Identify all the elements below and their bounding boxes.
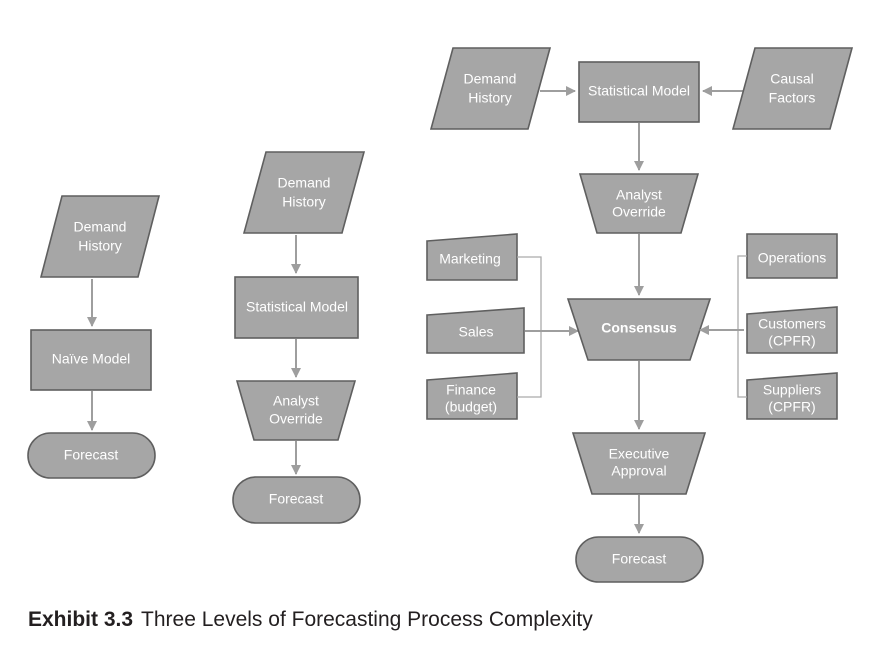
level2-flow: Demand History Statistical Model Analyst… xyxy=(232,151,366,524)
l3-forecast-node: Forecast xyxy=(575,536,704,583)
l1-demand-history-node: Demand History xyxy=(39,195,161,278)
l3-statistical-model-label: Statistical Model xyxy=(588,83,690,99)
l2-analyst-override-line1: Analyst xyxy=(273,393,319,409)
l3-marketing-label: Marketing xyxy=(439,251,500,267)
l3-sales-label: Sales xyxy=(458,324,493,340)
l2-statistical-model-label: Statistical Model xyxy=(246,299,348,315)
l1-naive-model-label: Naïve Model xyxy=(52,351,131,367)
l3-demand-history-line2: History xyxy=(468,90,512,106)
exhibit-caption-text: Three Levels of Forecasting Process Comp… xyxy=(141,608,593,631)
l2-demand-history-line2: History xyxy=(282,194,326,210)
l3-finance-line2: (budget) xyxy=(445,399,497,415)
l3-marketing-node: Marketing xyxy=(426,233,518,281)
l3-analyst-override-line2: Override xyxy=(612,204,666,220)
l3-executive-approval-line1: Executive xyxy=(609,446,670,462)
l3-causal-factors-line1: Causal xyxy=(770,71,814,87)
l2-demand-history-line1: Demand xyxy=(278,175,331,191)
l3-analyst-override-line1: Analyst xyxy=(616,187,662,203)
exhibit-caption-label: Exhibit 3.3 xyxy=(28,608,134,631)
l3-customers-node: Customers (CPFR) xyxy=(746,306,838,354)
l1-demand-history-line1: Demand xyxy=(74,219,127,235)
level3-flow: Demand History Statistical Model Causal … xyxy=(426,47,854,583)
l3-finance-line1: Finance xyxy=(446,382,496,398)
l2-forecast-node: Forecast xyxy=(232,476,361,524)
l1-forecast-node: Forecast xyxy=(27,432,156,479)
l3-causal-factors-line2: Factors xyxy=(769,90,816,106)
l3-customers-line1: Customers xyxy=(758,316,826,332)
l3-analyst-override-node: Analyst Override xyxy=(578,173,700,234)
l3-operations-label: Operations xyxy=(758,250,826,266)
l3-suppliers-line2: (CPFR) xyxy=(768,399,815,415)
forecasting-process-diagram: Demand History Naïve Model Forecast Dema… xyxy=(27,47,854,583)
l3-operations-node: Operations xyxy=(746,233,838,279)
l1-naive-model-node: Naïve Model xyxy=(30,329,152,391)
l3-right-bracket xyxy=(737,255,747,398)
l2-analyst-override-node: Analyst Override xyxy=(235,380,357,441)
l3-executive-approval-line2: Approval xyxy=(611,463,666,479)
l3-sales-node: Sales xyxy=(426,307,525,354)
l3-causal-factors-node: Causal Factors xyxy=(731,47,854,130)
l3-forecast-label: Forecast xyxy=(612,551,667,567)
l3-left-bracket xyxy=(517,256,542,398)
l3-consensus-node: Consensus xyxy=(566,298,712,361)
l2-demand-history-node: Demand History xyxy=(242,151,366,234)
l3-demand-history-node: Demand History xyxy=(429,47,552,130)
l3-consensus-label: Consensus xyxy=(601,320,677,336)
level1-flow: Demand History Naïve Model Forecast xyxy=(27,195,161,479)
l3-customers-line2: (CPFR) xyxy=(768,333,815,349)
l3-suppliers-node: Suppliers (CPFR) xyxy=(746,372,838,420)
l3-executive-approval-node: Executive Approval xyxy=(571,432,707,495)
l2-forecast-label: Forecast xyxy=(269,491,324,507)
l3-statistical-model-node: Statistical Model xyxy=(578,61,700,123)
l2-analyst-override-line2: Override xyxy=(269,411,323,427)
l1-demand-history-line2: History xyxy=(78,238,122,254)
l3-finance-node: Finance (budget) xyxy=(426,372,518,420)
l2-statistical-model-node: Statistical Model xyxy=(234,276,359,339)
l3-suppliers-line1: Suppliers xyxy=(763,382,821,398)
l1-forecast-label: Forecast xyxy=(64,447,119,463)
l3-demand-history-line1: Demand xyxy=(464,71,517,87)
exhibit-caption: Exhibit 3.3 Three Levels of Forecasting P… xyxy=(28,608,593,632)
